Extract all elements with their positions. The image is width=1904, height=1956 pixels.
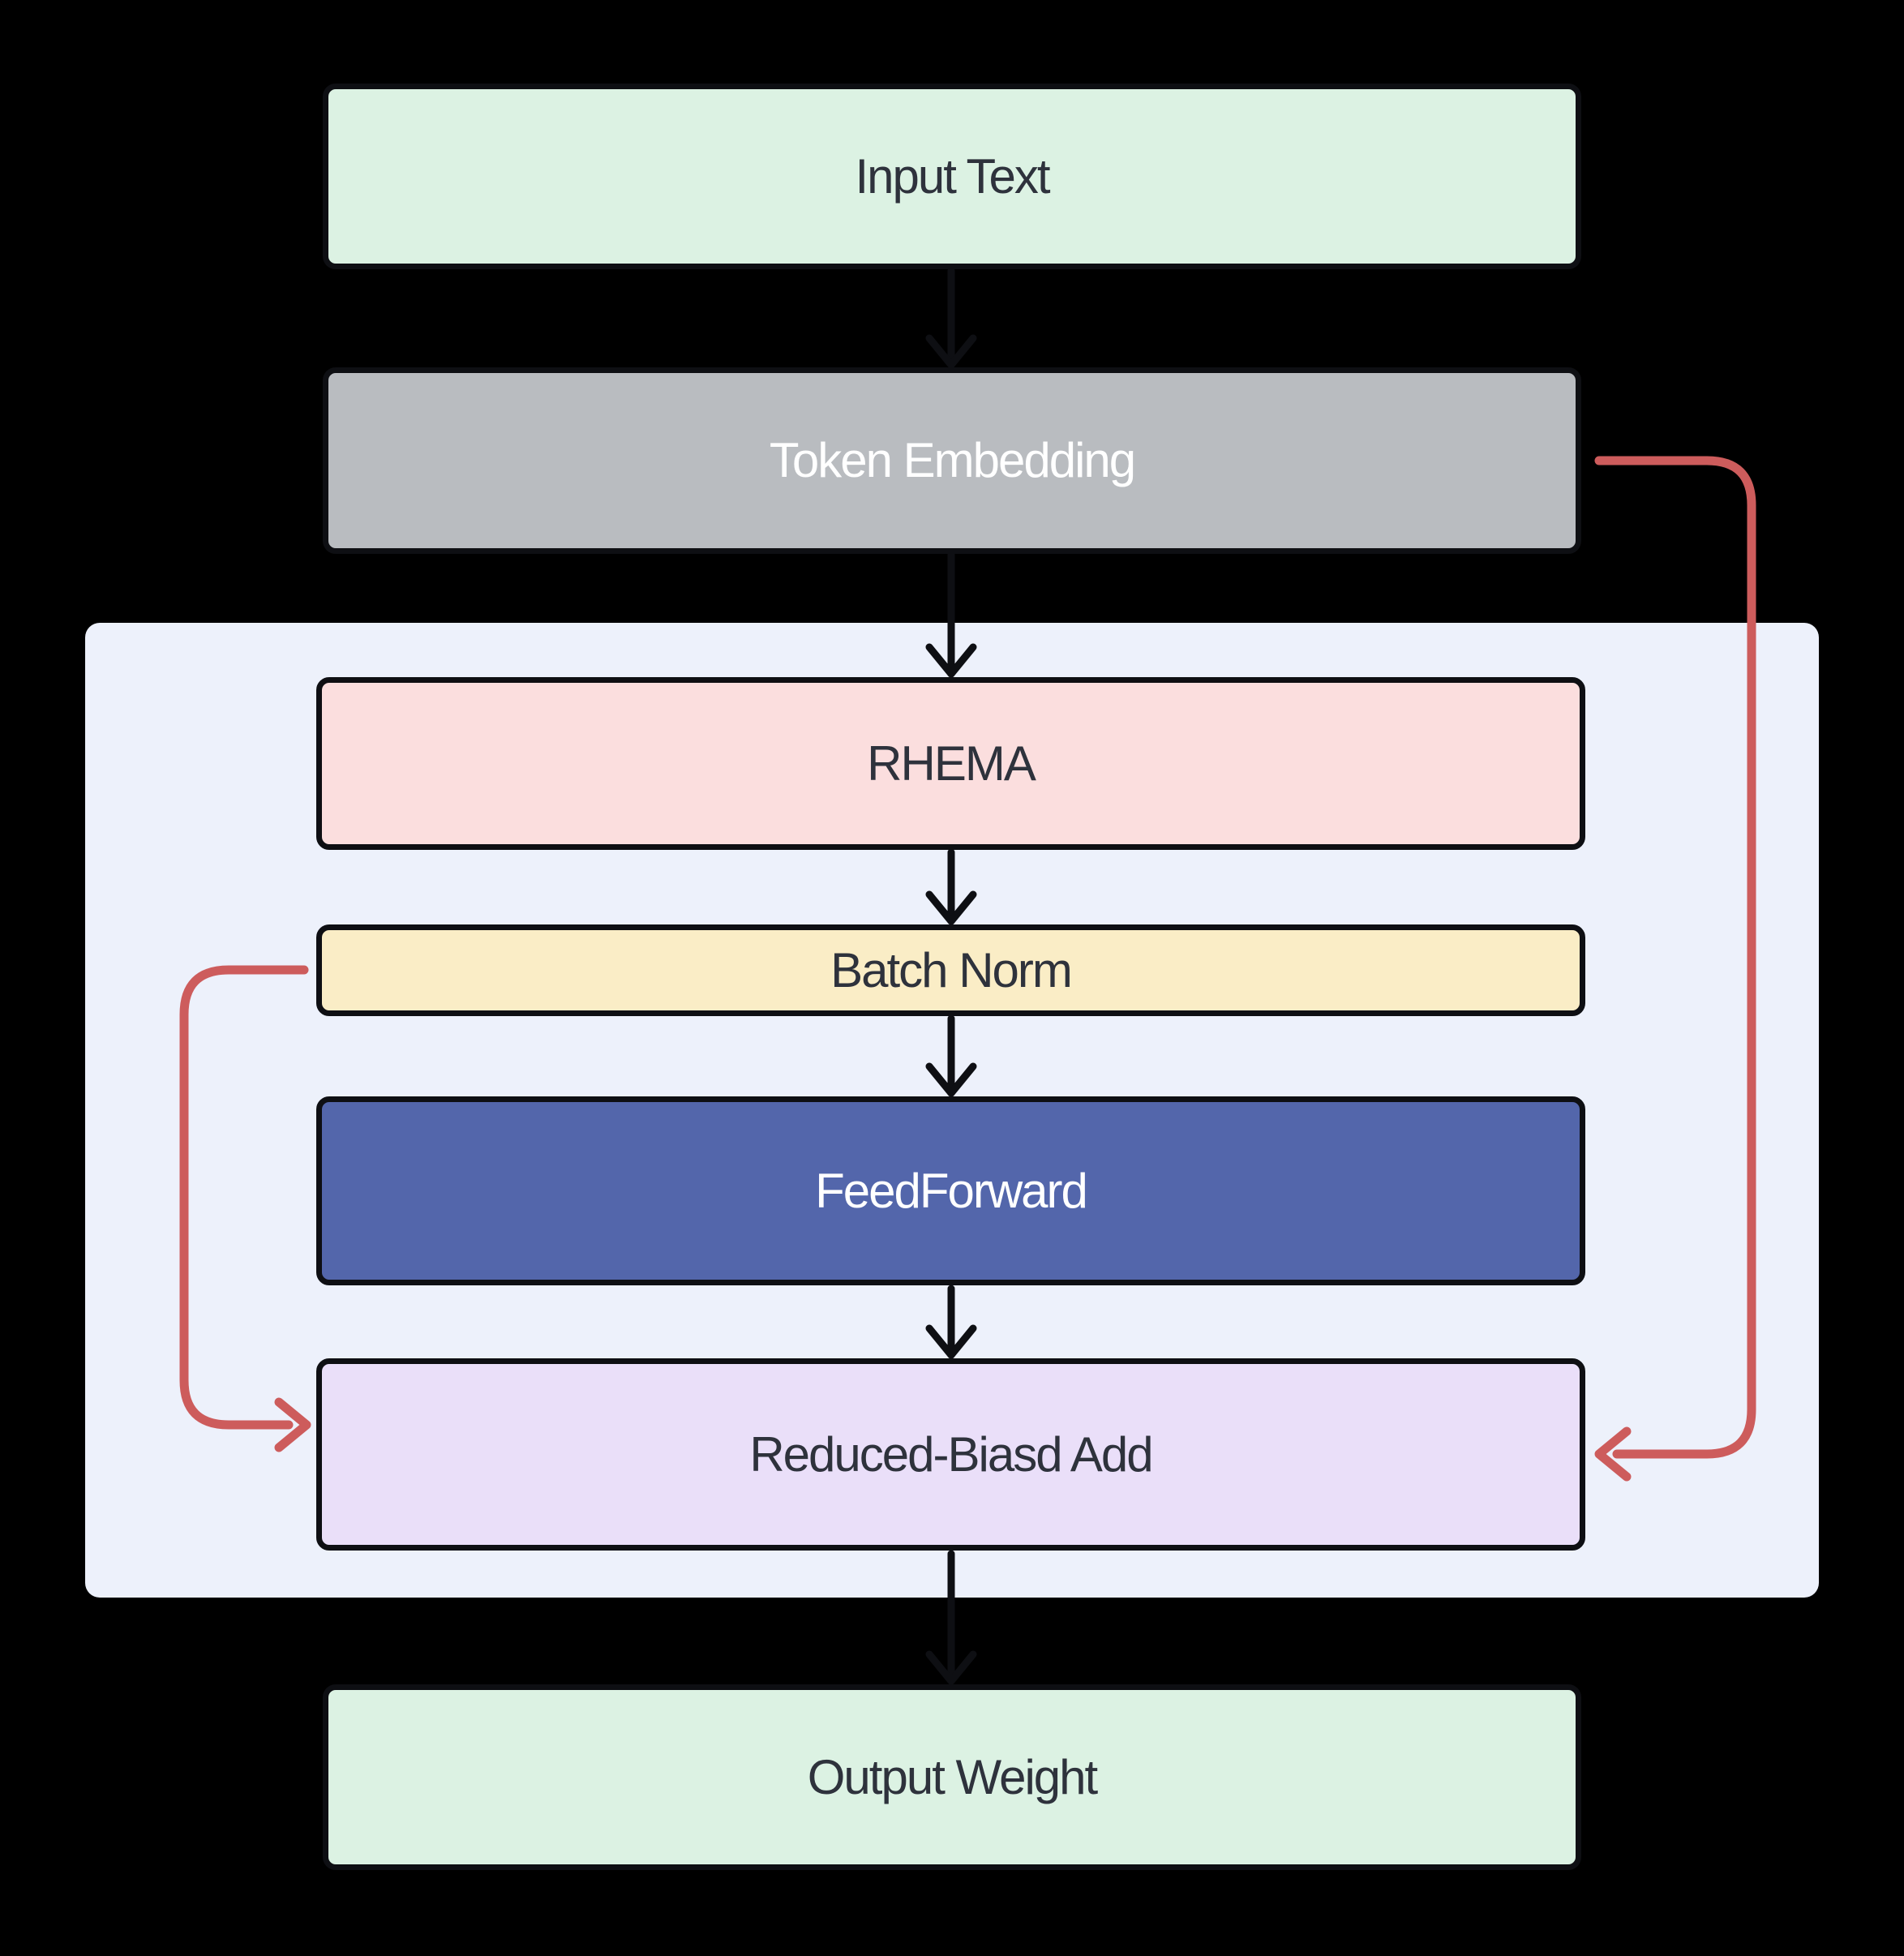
- node-label: Token Embedding: [769, 433, 1136, 487]
- node-rhema: RHEMA: [316, 677, 1585, 850]
- node-label: FeedForward: [815, 1163, 1088, 1218]
- node-label: Output Weight: [807, 1749, 1098, 1804]
- node-input-text: Input Text: [323, 84, 1581, 269]
- node-label: Reduced-Biasd Add: [749, 1426, 1153, 1482]
- node-label: Input Text: [855, 148, 1050, 204]
- node-label: RHEMA: [867, 736, 1036, 791]
- node-batch-norm: Batch Norm: [316, 924, 1585, 1016]
- arrowhead-down-icon: [925, 334, 977, 369]
- arrowhead-down-icon: [925, 1650, 977, 1685]
- node-output-weight: Output Weight: [323, 1684, 1581, 1870]
- node-token-embedding: Token Embedding: [323, 367, 1581, 554]
- edge-input-to-token: [925, 267, 977, 369]
- node-feedforward: FeedForward: [316, 1096, 1585, 1285]
- node-reduced-biasd-add: Reduced-Biasd Add: [316, 1358, 1585, 1551]
- node-label: Batch Norm: [830, 942, 1073, 997]
